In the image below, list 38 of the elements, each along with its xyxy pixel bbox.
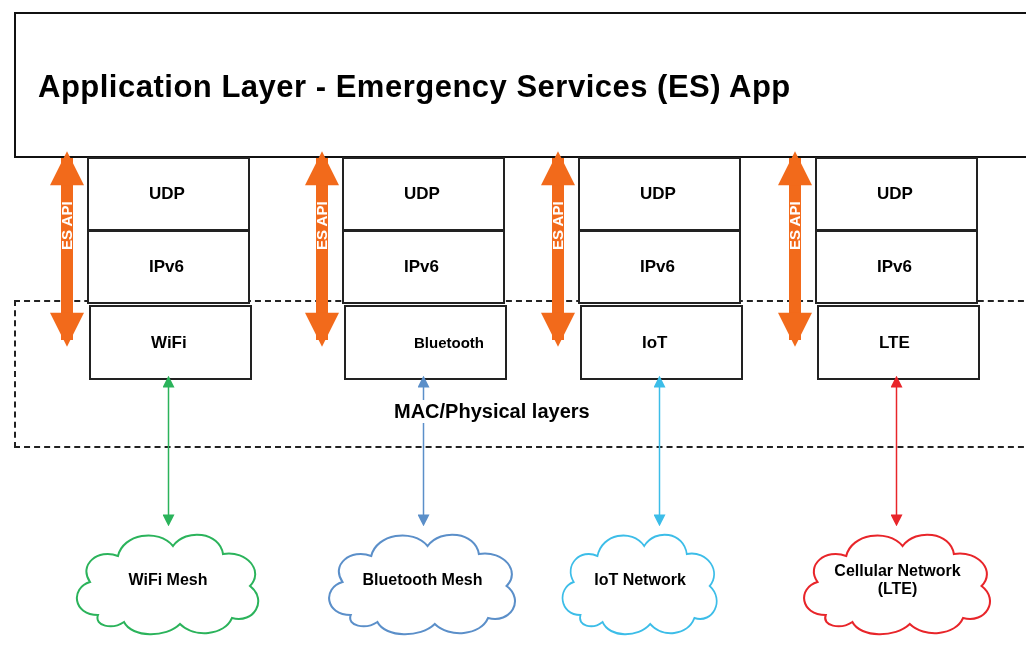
cloud-label: Bluetooth Mesh bbox=[362, 571, 483, 589]
protocol-box bbox=[580, 305, 743, 380]
arrow bbox=[653, 375, 666, 527]
edge-label: ES API bbox=[61, 201, 73, 250]
protocol-label: IoT bbox=[641, 332, 668, 353]
arrow bbox=[162, 375, 175, 527]
protocol-box bbox=[815, 157, 978, 231]
arrow bbox=[890, 375, 903, 527]
protocol-box bbox=[342, 157, 505, 231]
protocol-label: UDP bbox=[876, 184, 913, 204]
protocol-label: UDP bbox=[403, 184, 440, 204]
protocol-label: UDP bbox=[148, 184, 185, 204]
protocol-label: WiFi bbox=[150, 332, 187, 353]
protocol-box bbox=[817, 305, 980, 380]
edge-label: ES API bbox=[316, 201, 328, 250]
cloud-label: IoT Network bbox=[594, 571, 686, 589]
protocol-box bbox=[342, 230, 505, 304]
protocol-label: IPv6 bbox=[639, 257, 675, 277]
protocol-label: UDP bbox=[639, 184, 676, 204]
protocol-label: IPv6 bbox=[148, 257, 184, 277]
protocol-box bbox=[87, 157, 250, 231]
protocol-box bbox=[344, 305, 507, 380]
arrow bbox=[417, 375, 430, 527]
protocol-box bbox=[815, 230, 978, 304]
protocol-label: Bluetooth bbox=[413, 334, 484, 351]
protocol-label: IPv6 bbox=[403, 257, 439, 277]
layer-title: Application Layer - Emergency Services (ES) App bbox=[38, 69, 791, 105]
edge-label: ES API bbox=[552, 201, 564, 250]
protocol-label: IPv6 bbox=[876, 257, 912, 277]
layer-band bbox=[14, 300, 1026, 448]
protocol-label: LTE bbox=[878, 332, 910, 353]
protocol-box bbox=[87, 230, 250, 304]
protocol-box bbox=[578, 157, 741, 231]
protocol-box bbox=[578, 230, 741, 304]
cloud-label: Cellular Network (LTE) bbox=[833, 562, 962, 598]
edge-label: ES API bbox=[789, 201, 801, 250]
protocol-box bbox=[89, 305, 252, 380]
cloud-label: WiFi Mesh bbox=[128, 571, 208, 589]
